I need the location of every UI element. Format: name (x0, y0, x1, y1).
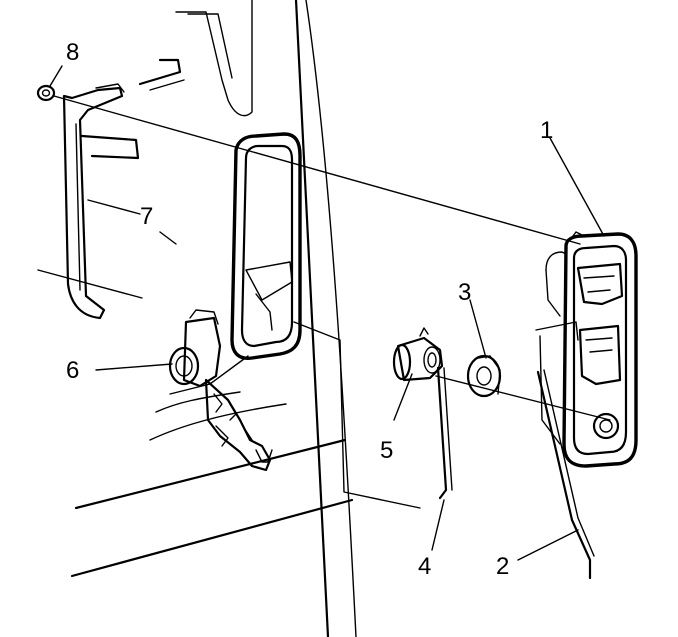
leader-4 (431, 499, 445, 551)
part-1-outside-handle (535, 231, 638, 468)
callout-4: 4 (418, 553, 431, 580)
part-5-lock-cylinder (392, 327, 444, 382)
part-6-lock-assembly (149, 309, 287, 472)
door-handle-opening (230, 132, 302, 360)
alignment-lines (53, 95, 611, 509)
leader-1 (549, 137, 605, 237)
part-8-nut (36, 84, 56, 102)
part-7-bracket (62, 83, 140, 320)
part-3-gasket (466, 354, 502, 398)
callout-6: 6 (66, 357, 79, 384)
callout-5: 5 (380, 437, 393, 464)
callout-7: 7 (140, 203, 153, 230)
leader-2 (517, 529, 579, 561)
leader-8 (49, 65, 63, 87)
callout-8: 8 (66, 39, 79, 66)
leader-7 (87, 199, 141, 215)
part-4-lock-rod (436, 366, 453, 500)
leader-lines (49, 65, 605, 561)
door-outline (37, 0, 357, 637)
callout-labels: 1 2 3 4 5 6 7 8 (66, 39, 553, 580)
callout-3: 3 (458, 279, 471, 306)
leader-3 (469, 299, 487, 359)
leader-6 (95, 363, 173, 371)
part-2-handle-rod (536, 369, 595, 580)
leader-5 (393, 373, 413, 421)
callout-2: 2 (496, 553, 509, 580)
callout-1: 1 (540, 117, 553, 144)
